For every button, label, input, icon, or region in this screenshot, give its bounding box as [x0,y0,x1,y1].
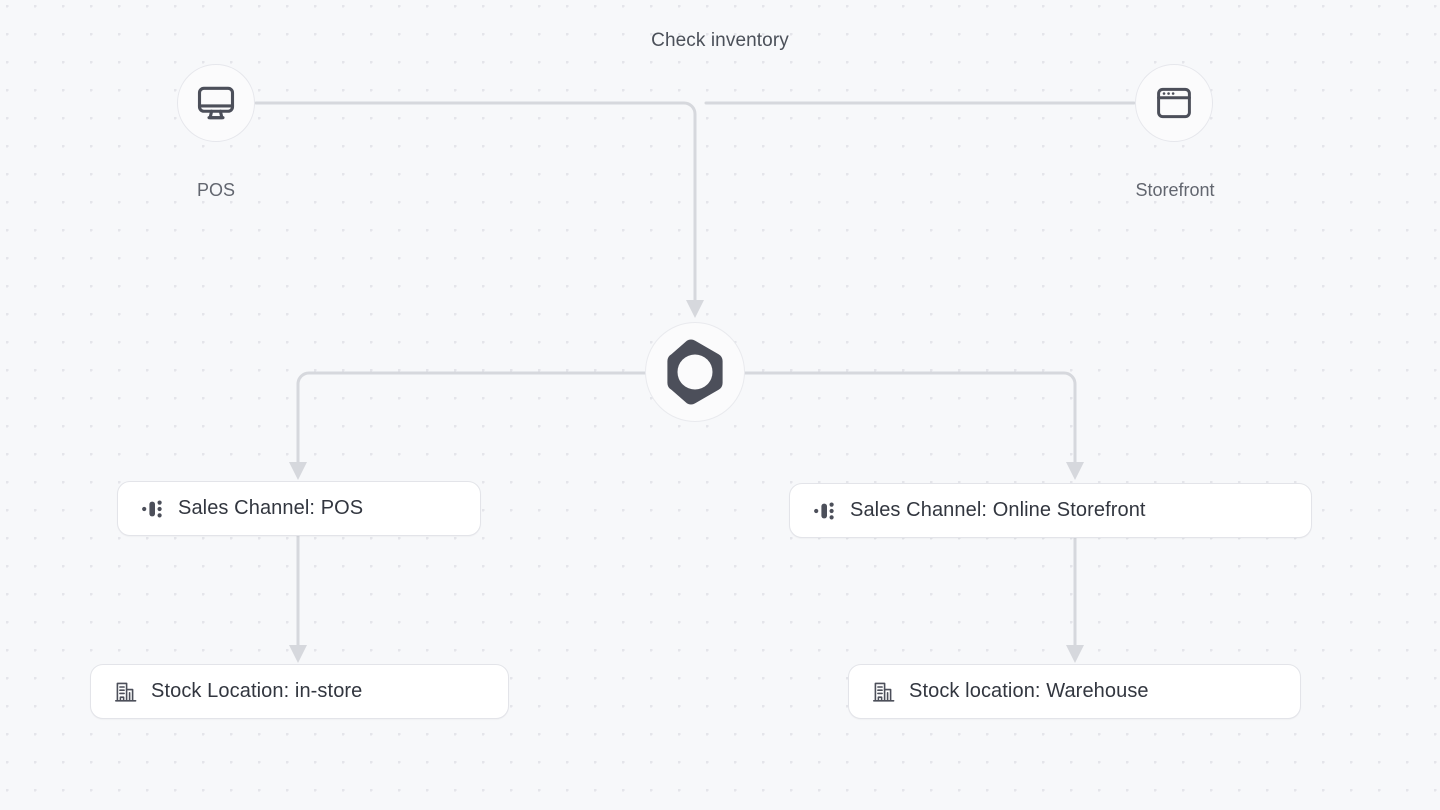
entity-sales-channel-pos[interactable]: Sales Channel: POS [117,481,481,536]
node-pos-caption: POS [196,180,235,200]
channels-icon [812,498,838,524]
entity-label: Sales Channel: Online Storefront [850,499,1146,521]
node-pos[interactable] [177,64,255,142]
edge-pos-to-hub [254,101,697,302]
arrowhead-hub [686,300,704,318]
medusa-hexagon-icon [660,337,730,407]
arrowhead-stock-warehouse [1066,645,1084,663]
node-storefront[interactable] [1135,64,1213,142]
browser-window-icon [1153,82,1195,124]
arrowhead-channel-storefront [1066,462,1084,480]
arrowhead-channel-pos [289,462,307,480]
entity-stock-location-in-store[interactable]: Stock Location: in-store [90,664,509,719]
node-medusa-hub[interactable] [645,322,745,422]
building-warehouse-icon [871,679,897,705]
page-title: Check inventory [651,30,789,51]
node-storefront-caption: Storefront [1135,180,1215,200]
desktop-monitor-icon [194,81,238,125]
edge-hub-to-channel-pos [296,371,647,464]
entity-stock-location-warehouse[interactable]: Stock location: Warehouse [848,664,1301,719]
building-warehouse-icon [113,679,139,705]
arrowhead-stock-instore [289,645,307,663]
entity-label: Sales Channel: POS [178,497,364,519]
entity-sales-channel-online-storefront[interactable]: Sales Channel: Online Storefront [789,483,1312,538]
entity-label: Stock location: Warehouse [909,680,1149,702]
entity-label: Stock Location: in-store [151,680,363,702]
edge-hub-to-channel-storefront [743,371,1077,464]
channels-icon [140,496,166,522]
